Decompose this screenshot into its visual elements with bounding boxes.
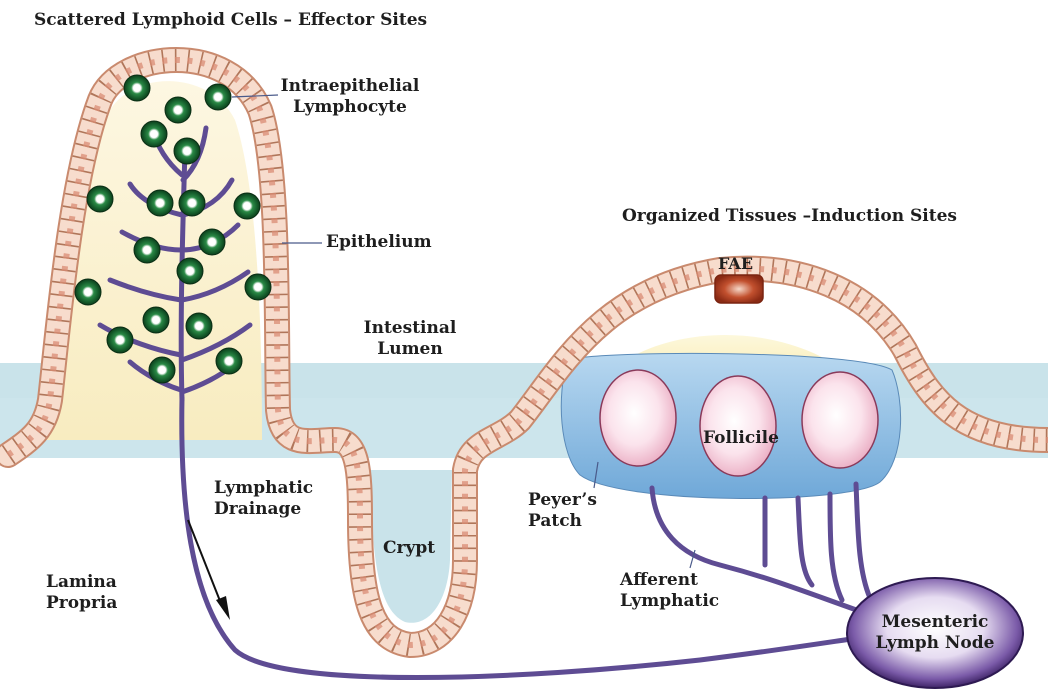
lamina-propria-label: Lamina Propria — [46, 572, 117, 614]
drainage-label-line1: Lymphatic — [214, 478, 313, 499]
iel-label: Intraepithelial Lymphocyte — [280, 76, 420, 118]
peyers-patch-label: Peyer’s Patch — [528, 490, 597, 532]
fae-label: FAE — [718, 253, 753, 274]
node-label-line1: Mesenteric — [860, 612, 1010, 633]
intestinal-lumen-label: Intestinal Lumen — [360, 318, 460, 360]
follicle-2 — [700, 376, 776, 476]
node-label-line2: Lymph Node — [860, 633, 1010, 654]
peyers-label-line1: Peyer’s — [528, 490, 597, 511]
peyers-label-line2: Patch — [528, 511, 597, 532]
fae-cell — [715, 275, 763, 303]
afferent-label-line1: Afferent — [620, 570, 719, 591]
lumen-label-line1: Intestinal — [360, 318, 460, 339]
afferent-lymphatic-label: Afferent Lymphatic — [620, 570, 719, 612]
follicle-3 — [802, 372, 878, 468]
iel-label-line1: Intraepithelial — [280, 76, 420, 97]
follicle-label: Follicile — [703, 428, 779, 449]
lumen-label-line2: Lumen — [360, 339, 460, 360]
lymphatic-drainage-label: Lymphatic Drainage — [214, 478, 313, 520]
epithelium-label: Epithelium — [326, 232, 432, 253]
crypt-label: Crypt — [383, 538, 435, 559]
lamina-label-line2: Propria — [46, 593, 117, 614]
drainage-label-line2: Drainage — [214, 499, 313, 520]
effector-sites-title: Scattered Lymphoid Cells – Effector Site… — [34, 10, 427, 31]
lamina-label-line1: Lamina — [46, 572, 117, 593]
lymph-node-label: Mesenteric Lymph Node — [860, 612, 1010, 654]
iel-label-line2: Lymphocyte — [280, 97, 420, 118]
induction-sites-title: Organized Tissues –Induction Sites — [622, 206, 957, 227]
afferent-label-line2: Lymphatic — [620, 591, 719, 612]
follicle-1 — [600, 370, 676, 466]
